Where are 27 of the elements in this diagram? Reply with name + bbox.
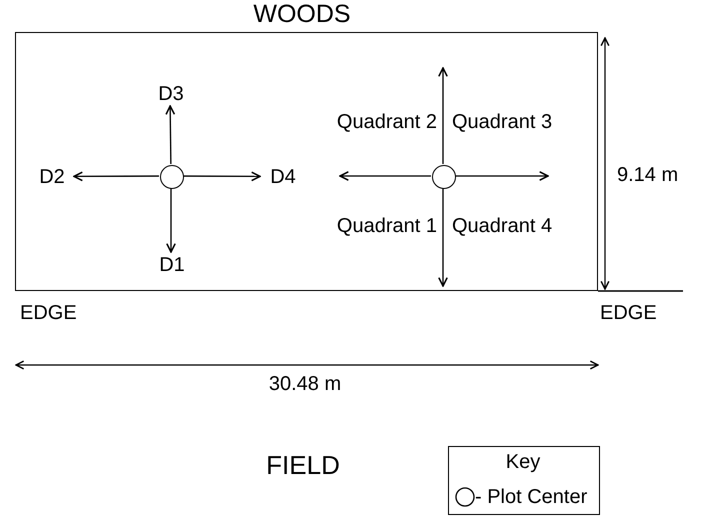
arrow [73,171,159,182]
plot-boundary [15,32,598,291]
text-label: WOODS [253,0,351,29]
arrow [166,188,176,253]
text-label: Quadrant 4 [452,215,552,238]
plot-center-circle [432,165,456,189]
text-label: Quadrant 3 [452,111,552,134]
direction-label: D4 [261,165,305,190]
text-label: EDGE [600,302,657,325]
arrow [438,188,448,287]
text-label: EDGE [20,302,77,325]
arrow [183,171,261,182]
legend-text: - Plot Center [475,487,588,507]
plot-center-circle [160,165,184,189]
direction-label: D1 [152,253,192,278]
direction-label: D3 [151,82,191,107]
direction-label: D2 [29,165,75,190]
arrow [455,171,549,181]
text-label: 30.48 m [268,373,342,396]
arrow [339,171,431,181]
arrow [438,67,448,164]
text-label: FIELD [266,451,340,481]
arrow [165,105,176,164]
text-label: Quadrant 2 [336,111,437,134]
text-label: 9.14 m [617,164,678,187]
text-label: Quadrant 1 [336,215,437,238]
text-label: Key [506,451,540,474]
